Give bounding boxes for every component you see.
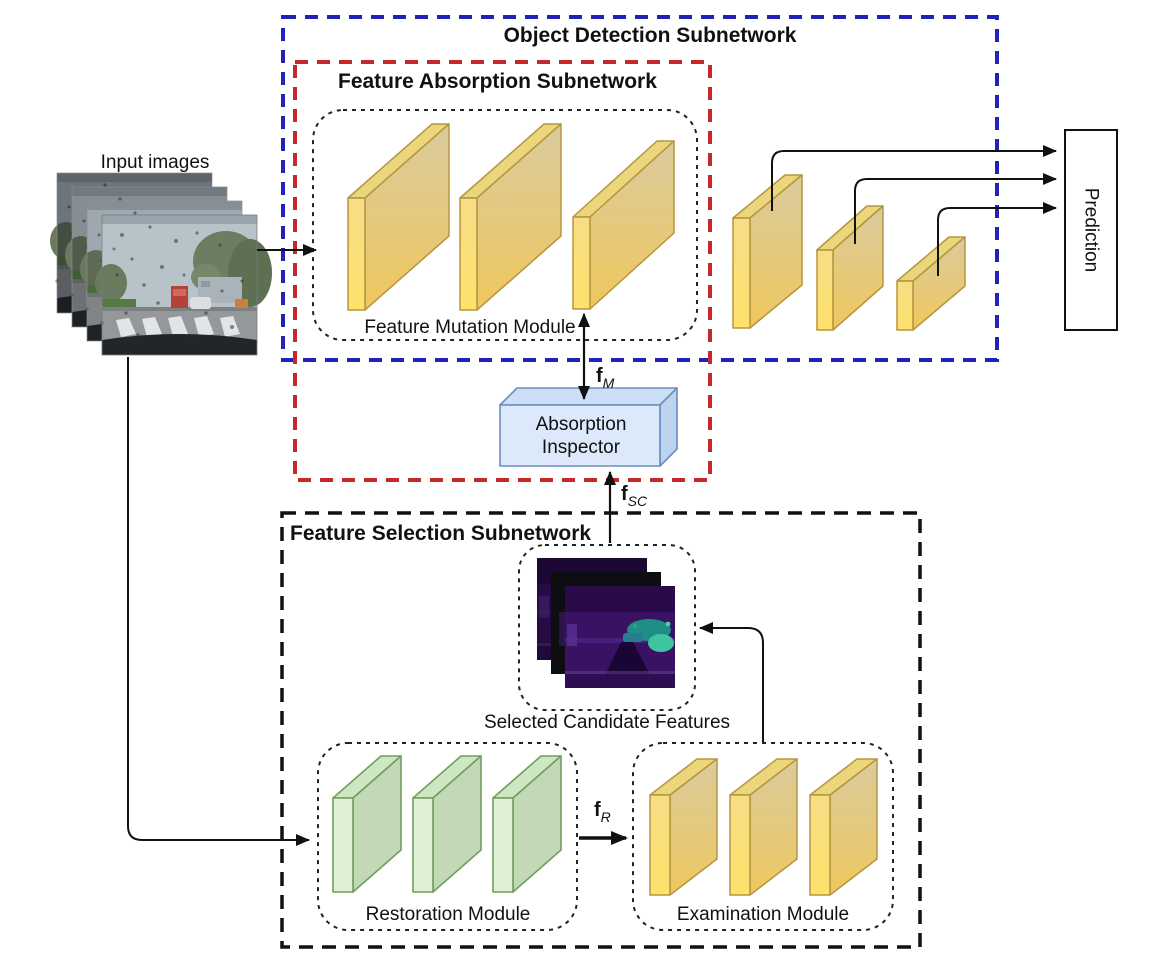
- arrow-examination-to-features: [699, 622, 764, 742]
- feature-mutation-module-label: Feature Mutation Module: [364, 317, 575, 338]
- prediction-box: [1064, 129, 1118, 331]
- selected-candidate-features-box: [518, 544, 696, 711]
- restoration-module-label: Restoration Module: [366, 904, 531, 925]
- flow-label-fm: fM: [596, 365, 615, 391]
- connector-arrows: [127, 145, 1057, 846]
- feature-absorption-subnetwork-title: Feature Absorption Subnetwork: [338, 70, 657, 93]
- feature-absorption-subnetwork-box: [293, 60, 712, 482]
- prediction-label: Prediction: [1081, 188, 1102, 273]
- input-images-stack: [50, 172, 272, 356]
- feature-selection-subnetwork-box: [280, 511, 922, 949]
- examination-module-box: [632, 742, 894, 931]
- selected-candidate-features-label: Selected Candidate Features: [484, 712, 730, 733]
- absorption-inspector-node: [499, 387, 678, 467]
- restoration-slabs: [332, 755, 562, 893]
- arrow-input-to-restoration: [127, 357, 310, 846]
- input-images-label: Input images: [101, 152, 210, 173]
- absorption-inspector-label-line1: Absorption: [536, 414, 627, 435]
- feature-mutation-module-box: [312, 109, 698, 341]
- arrow-pyramid3-to-prediction: [937, 202, 1057, 276]
- flow-label-fsc: fSC: [621, 483, 648, 509]
- object-detection-subnetwork-title: Object Detection Subnetwork: [504, 24, 797, 47]
- restoration-module-box: [317, 742, 578, 931]
- flow-label-fr: fR: [594, 799, 611, 825]
- examination-module-label: Examination Module: [677, 904, 849, 925]
- feature-mutation-slabs: [347, 123, 675, 311]
- object-detection-subnetwork-box: [281, 15, 999, 362]
- arrow-pyramid2-to-prediction: [854, 173, 1057, 244]
- absorption-inspector-label-line2: Inspector: [542, 437, 621, 458]
- arrow-pyramid1-to-prediction: [771, 145, 1057, 211]
- examination-slabs: [649, 758, 878, 896]
- feature-selection-subnetwork-title: Feature Selection Subnetwork: [290, 522, 591, 545]
- detection-pyramid-slabs: [732, 174, 966, 331]
- selected-candidate-feature-maps: [537, 558, 675, 688]
